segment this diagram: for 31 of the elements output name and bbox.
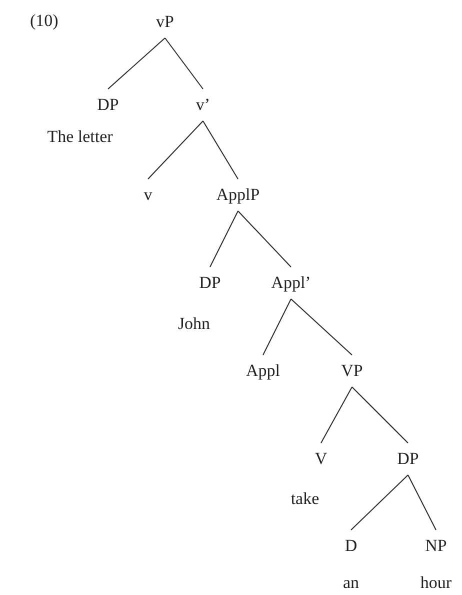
tree-branch	[320, 386, 352, 444]
tree-branch	[352, 386, 408, 444]
example-number: (10)	[30, 11, 58, 31]
tree-branch	[202, 120, 238, 180]
tree-node-label: D	[344, 534, 358, 558]
tree-node-label: NP	[425, 534, 447, 558]
tree-branch	[290, 298, 352, 356]
tree-node-label: DP	[397, 447, 419, 471]
tree-node-label: DP	[97, 93, 119, 117]
tree-branch	[408, 474, 436, 530]
tree-branch	[238, 210, 292, 268]
tree-branch	[148, 120, 204, 180]
tree-node-label: VP	[341, 359, 363, 383]
tree-node-label: Appl’	[271, 271, 311, 295]
tree-node-label: DP	[199, 271, 221, 295]
word-label: hour	[420, 573, 452, 593]
tree-node-label: vP	[156, 10, 174, 34]
word-label: take	[290, 489, 320, 509]
tree-node-label: Appl	[246, 359, 280, 383]
word-label: an	[342, 573, 360, 593]
tree-branch	[350, 474, 408, 530]
tree-node-label: V	[314, 447, 328, 471]
tree-node-label: ApplP	[216, 183, 260, 207]
tree-branch	[164, 38, 204, 90]
tree-node-label: v	[144, 183, 152, 207]
tree-branch	[210, 210, 238, 268]
word-label: The letter	[47, 127, 113, 147]
tree-branch	[262, 298, 292, 356]
tree-branch	[108, 38, 166, 90]
word-label: John	[178, 314, 210, 334]
tree-node-label: v’	[196, 93, 210, 117]
